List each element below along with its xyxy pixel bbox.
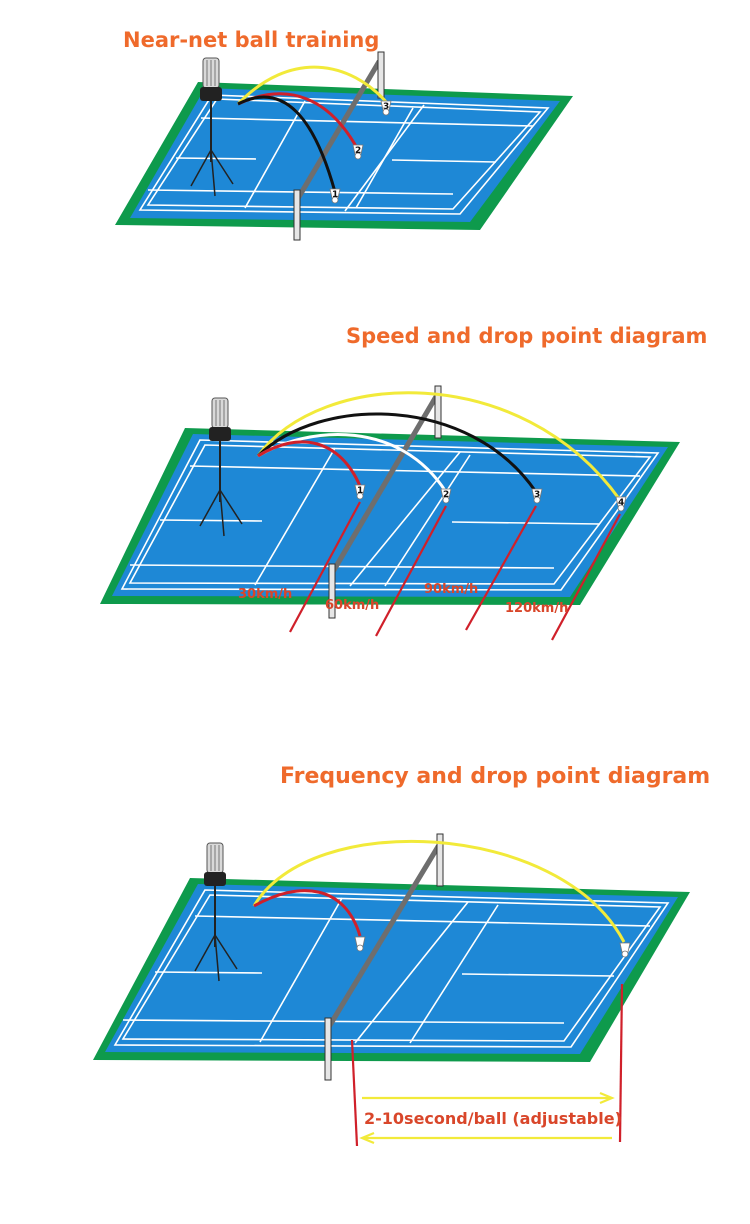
frequency-drop-lines [350, 983, 624, 1147]
speed-shuttlecock-3: 3 [531, 488, 543, 504]
speed-trajectories [256, 391, 622, 501]
frequency-net [324, 833, 444, 1081]
speed-shuttlecock-4: 4 [615, 496, 627, 512]
frequency-trajectories [252, 839, 626, 943]
drop-point-label: 1 [332, 190, 338, 200]
drop-point-label: 2 [443, 490, 449, 500]
speed-court [100, 428, 680, 605]
near-net-net [293, 51, 385, 241]
near-net-trajectories [236, 65, 390, 193]
frequency-court [93, 878, 690, 1062]
drop-point-label: 1 [357, 486, 363, 496]
section2-title: Speed and drop point diagram [346, 324, 708, 348]
drop-point-label: 3 [534, 490, 540, 500]
speed-shuttlecock-1: 1 [354, 484, 366, 500]
drop-point-label: 4 [618, 498, 624, 508]
speed-shuttlecock-2: 2 [440, 488, 452, 504]
speed-label-60: 60km/h [325, 598, 379, 613]
near-net-shuttlecock-1: 1 [329, 188, 341, 204]
near-net-shuttlecock-2: 2 [352, 144, 364, 160]
near-net-shuttlecock-3: 3 [380, 100, 392, 116]
frequency-interval-label: 2-10second/ball (adjustable) [364, 1109, 622, 1128]
speed-drop-lines [289, 501, 621, 641]
interval-arrows [359, 1091, 615, 1145]
speed-label-30: 30km/h [238, 587, 292, 602]
near-net-court [115, 82, 573, 230]
speed-label-90: 90km/h [424, 582, 478, 597]
section3-title: Frequency and drop point diagram [280, 764, 711, 789]
drop-point-label: 3 [383, 102, 389, 112]
section1-title: Near-net ball training [123, 28, 380, 52]
drop-point-label: 2 [355, 146, 361, 156]
speed-net [328, 385, 442, 619]
speed-label-120: 120km/h [505, 601, 568, 616]
